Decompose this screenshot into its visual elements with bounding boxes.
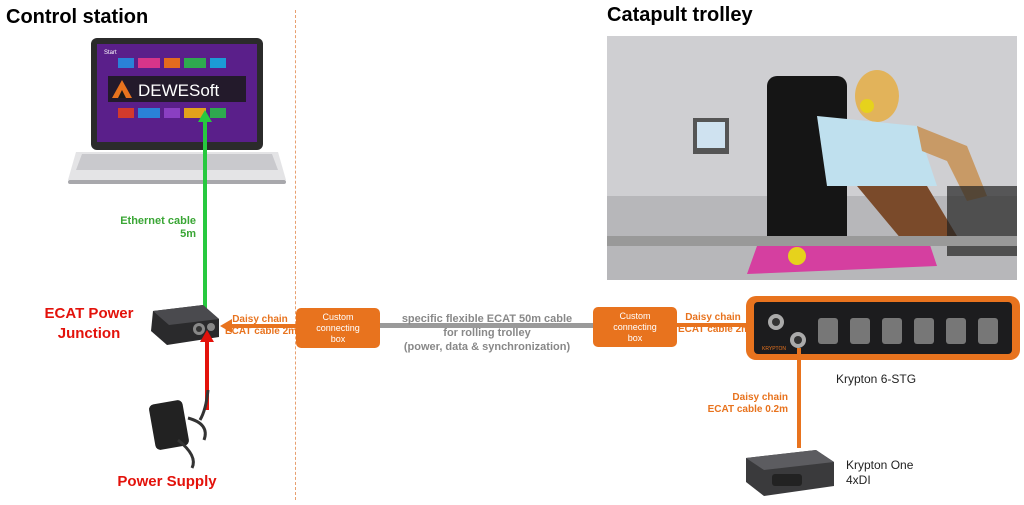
- main-cable-label: specific flexible ECAT 50m cable for rol…: [401, 313, 573, 353]
- krypton-6-stg-label: Krypton 6-STG: [836, 372, 917, 386]
- krypton-6-stg-device: KRYPTON: [746, 296, 1020, 360]
- custom-connecting-box-left: Custom connecting box: [296, 308, 380, 348]
- main-ecat-cable: [380, 323, 594, 328]
- svg-text:Start: Start: [104, 50, 117, 56]
- power-supply-label: Power Supply: [117, 473, 217, 490]
- ethernet-cable-arrow: [198, 110, 212, 310]
- svg-text:KRYPTON: KRYPTON: [762, 346, 786, 352]
- daisy-chain-bottom-line: [797, 348, 801, 448]
- power-cable-arrow: [200, 330, 214, 410]
- section-divider: [295, 10, 296, 500]
- control-station-title: Control station: [6, 6, 149, 28]
- ecat-power-junction-device: [147, 301, 221, 347]
- daisy-chain-bottom-label: Daisy chain ECAT cable 0.2m: [707, 392, 788, 415]
- krypton-one-label: Krypton One 4xDI: [846, 458, 914, 487]
- daisy-chain-right-line: [677, 323, 772, 327]
- krypton-one-device: [742, 446, 836, 498]
- custom-connecting-box-right: Custom connecting box: [593, 307, 677, 347]
- daisy-chain-left-arrow: [220, 319, 298, 333]
- power-supply-image: [148, 390, 218, 470]
- catapult-trolley-photo: [607, 36, 1017, 280]
- ecat-power-junction-label: ECAT Power Junction: [44, 305, 134, 342]
- dewesoft-logo-text: DEWESoft: [138, 81, 220, 100]
- daisy-chain-left-label: Daisy chain ECAT cable 2m: [225, 314, 298, 337]
- catapult-trolley-title: Catapult trolley: [607, 4, 753, 26]
- daisy-chain-right-label: Daisy chain ECAT cable 2m: [678, 312, 751, 335]
- laptop-image: DEWESoft Start: [68, 36, 286, 186]
- ethernet-cable-label: Ethernet cable 5m: [120, 215, 196, 240]
